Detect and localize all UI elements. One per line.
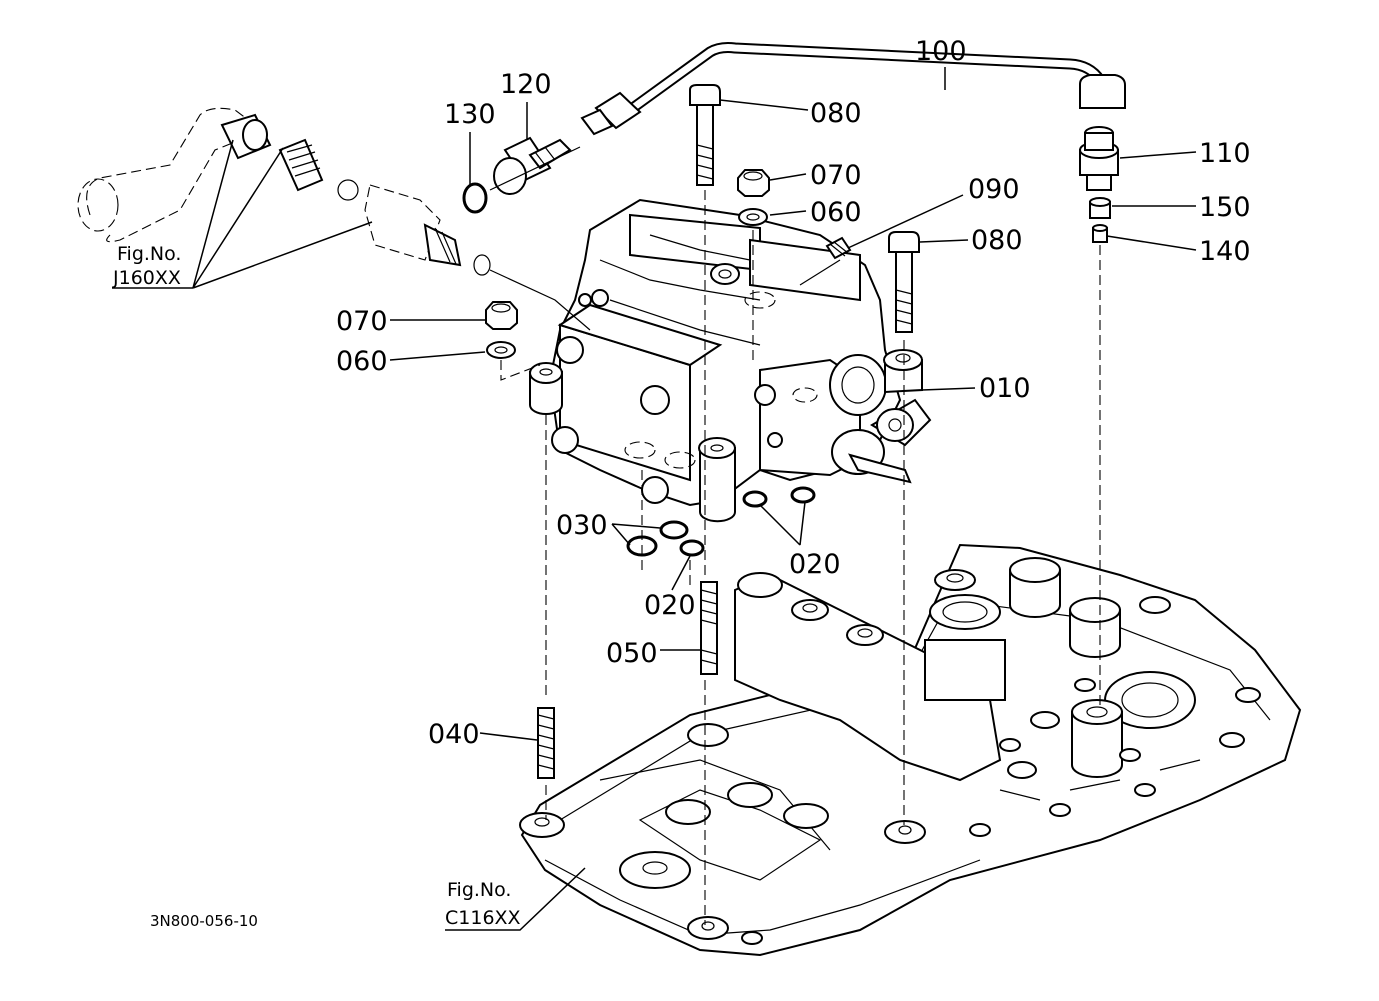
- o-rings: [626, 486, 816, 557]
- callout-090: 090: [968, 174, 1020, 205]
- callout-060-left: 060: [336, 346, 388, 377]
- callout-100: 100: [915, 36, 967, 67]
- callout-labels: 100 120 130 080 070 060 090 080 110 150 …: [112, 36, 1251, 930]
- bolt-080-left: [689, 84, 721, 186]
- bolt-080-right: [888, 231, 920, 333]
- callout-020-left: 020: [644, 590, 696, 621]
- callout-070-left: 070: [336, 306, 388, 337]
- valve-assembly: [529, 198, 932, 523]
- callout-020-right: 020: [789, 549, 841, 580]
- callout-040: 040: [428, 719, 480, 750]
- set-screw-090: [825, 236, 852, 260]
- fitting-120: [493, 136, 572, 195]
- callout-050: 050: [606, 638, 658, 669]
- callout-150: 150: [1199, 192, 1251, 223]
- fig-ref-bottom-line2: C116XX: [445, 907, 521, 929]
- callout-060-top: 060: [810, 197, 862, 228]
- callout-120: 120: [500, 69, 552, 100]
- filter-150: [1089, 197, 1111, 219]
- callout-140: 140: [1199, 236, 1251, 267]
- callout-030: 030: [556, 510, 608, 541]
- washer-060-left: [486, 341, 516, 359]
- callout-110: 110: [1199, 138, 1251, 169]
- nut-070-left: [485, 301, 518, 330]
- fig-ref-bottom-line1: Fig.No.: [447, 879, 511, 901]
- callout-070-top: 070: [810, 160, 862, 191]
- orifice-140: [1092, 224, 1108, 243]
- fig-ref-top-line2: J160XX: [112, 267, 181, 289]
- drawing-code: 3N800-056-10: [150, 912, 258, 930]
- callout-leaders: [112, 67, 1197, 931]
- stud-050: [700, 581, 718, 675]
- o-ring-130: [462, 182, 488, 214]
- fitting-110: [1079, 126, 1119, 191]
- callout-080-right: 080: [971, 225, 1023, 256]
- callout-010: 010: [979, 373, 1031, 404]
- pipe-100: [580, 42, 1126, 136]
- phantom-hose-assembly: [77, 107, 491, 276]
- washer-060-top: [738, 208, 768, 226]
- stud-040: [537, 707, 555, 779]
- base-housing: [519, 543, 1302, 957]
- fig-ref-top-line1: Fig.No.: [117, 243, 181, 265]
- callout-080-top: 080: [810, 98, 862, 129]
- callout-130: 130: [444, 99, 496, 130]
- center-lines: [489, 146, 1101, 925]
- nut-070-top: [737, 169, 770, 197]
